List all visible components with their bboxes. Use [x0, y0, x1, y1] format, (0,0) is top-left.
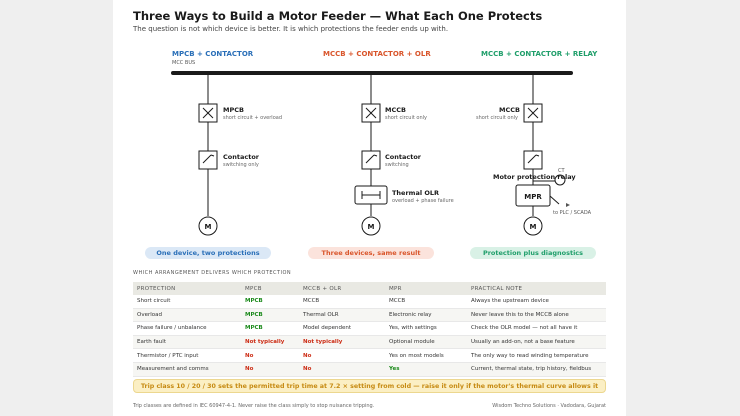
trip-class-banner: Trip class 10 / 20 / 30 sets the permitt…	[133, 379, 606, 393]
table-cell: MPCB	[241, 308, 299, 323]
table-header-row: PROTECTION MPCB MCCB + OLR MPR PRACTICAL…	[133, 282, 606, 295]
table-cell: MPCB	[241, 295, 299, 309]
footer-note: Trip classes are defined in IEC 60947-4-…	[133, 403, 375, 409]
page-title: Three Ways to Build a Motor Feeder — Wha…	[133, 9, 543, 23]
motor-label-mccb-relay: M	[530, 223, 537, 231]
table-cell: Yes	[385, 362, 467, 377]
breaker-icon	[361, 103, 381, 123]
table-cell: MCCB	[385, 295, 467, 309]
protection-table: PROTECTION MPCB MCCB + OLR MPR PRACTICAL…	[133, 282, 606, 377]
device-label-thermal-olr: Thermal OLR	[392, 189, 439, 197]
table-cell: No	[241, 348, 299, 363]
table-cell: No	[299, 348, 385, 363]
table-cell: Thermistor / PTC input	[133, 348, 241, 363]
table-cell: Earth fault	[133, 335, 241, 350]
relay-box-label: MPR	[524, 193, 542, 201]
page: Three Ways to Build a Motor Feeder — Wha…	[113, 0, 626, 416]
table-cell: Measurement and comms	[133, 362, 241, 377]
table-cell: Yes, with settings	[385, 321, 467, 336]
table-cell: Overload	[133, 308, 241, 323]
table-cell: Current, thermal state, trip history, fi…	[467, 362, 606, 377]
device-label-motor-protection-relay: Motor protection relay	[493, 173, 576, 181]
table-cell: Never leave this to the MCCB alone	[467, 308, 606, 323]
table-cell: MCCB	[299, 295, 385, 309]
table-cell: Thermal OLR	[299, 308, 385, 323]
footer-credit: Wisdom Techno Solutions · Vadodara, Guja…	[492, 403, 606, 409]
device-sub-mccb-3: short circuit only	[476, 115, 518, 121]
device-label-mccb-3: MCCB	[499, 106, 520, 114]
col-header-protection: PROTECTION	[133, 282, 241, 295]
table-title: WHICH ARRANGEMENT DELIVERS WHICH PROTECT…	[133, 270, 292, 276]
table-cell: Yes on most models	[385, 348, 467, 363]
table-cell: Electronic relay	[385, 308, 467, 323]
feeder-diagram: M M	[171, 71, 592, 236]
motor-label-mccb-olr: M	[368, 223, 375, 231]
summary-pill-mccb-olr: Three devices, same result	[308, 247, 434, 259]
motor-protection-relay-box	[515, 184, 551, 207]
table-cell: Phase failure / unbalance	[133, 321, 241, 336]
feeder-column-mpcb	[198, 75, 218, 236]
contactor-icon	[361, 150, 381, 170]
table-cell: Optional module	[385, 335, 467, 350]
col-header-mccb-olr: MCCB + OLR	[299, 282, 385, 295]
breaker-icon	[523, 103, 543, 123]
motor-icon	[523, 216, 543, 236]
column-header-mpcb: MPCB + CONTACTOR	[172, 50, 254, 58]
mcc-bus-bar	[171, 71, 573, 75]
page-subtitle: The question is not which device is bett…	[133, 25, 449, 33]
col-header-mpr: MPR	[385, 282, 467, 295]
contactor-icon	[198, 150, 218, 170]
plc-arrow-icon	[566, 203, 570, 207]
table-cell: Model dependent	[299, 321, 385, 336]
table-cell: Not typically	[241, 335, 299, 350]
table-cell: MPCB	[241, 321, 299, 336]
table-cell: No	[299, 362, 385, 377]
col-header-mpcb: MPCB	[241, 282, 299, 295]
table-cell: Always the upstream device	[467, 295, 606, 309]
col-header-note: PRACTICAL NOTE	[467, 282, 606, 295]
device-label-contactor-1: Contactor	[223, 153, 259, 161]
plc-label: to PLC / SCADA	[553, 210, 592, 216]
breaker-icon	[198, 103, 218, 123]
device-label-contactor-2: Contactor	[385, 153, 421, 161]
feeder-column-mccb-relay	[515, 75, 566, 236]
table-cell: Check the OLR model — not all have it	[467, 321, 606, 336]
device-sub-contactor-1: switching only	[223, 162, 259, 168]
summary-pill-mccb-relay: Protection plus diagnostics	[470, 247, 596, 259]
device-label-mccb-2: MCCB	[385, 106, 406, 114]
column-header-mccb-olr: MCCB + CONTACTOR + OLR	[323, 50, 431, 58]
table-cell: Short circuit	[133, 295, 241, 309]
summary-pill-mpcb: One device, two protections	[145, 247, 271, 259]
table-cell: The only way to read winding temperature	[467, 348, 606, 363]
device-sub-mccb-2: short circuit only	[385, 115, 427, 121]
motor-icon	[198, 216, 218, 236]
device-label-mpcb: MPCB	[223, 106, 244, 114]
device-sub-mpcb: short circuit + overload	[223, 115, 282, 121]
bus-label: MCC BUS	[172, 60, 196, 66]
device-sub-thermal-olr: overload + phase failure	[392, 198, 454, 204]
device-sub-contactor-2: switching	[385, 162, 409, 168]
table-cell: No	[241, 362, 299, 377]
contactor-icon	[523, 150, 543, 170]
motor-label-mpcb: M	[205, 223, 212, 231]
overload-relay-icon	[354, 185, 388, 205]
ct-label: CT	[558, 168, 565, 174]
motor-icon	[361, 216, 381, 236]
current-transformer-icon	[554, 174, 566, 186]
table-cell: Not typically	[299, 335, 385, 350]
feeder-column-mccb-olr	[354, 75, 388, 236]
table-cell: Usually an add-on, not a base feature	[467, 335, 606, 350]
column-header-mccb-relay: MCCB + CONTACTOR + RELAY	[481, 50, 598, 58]
